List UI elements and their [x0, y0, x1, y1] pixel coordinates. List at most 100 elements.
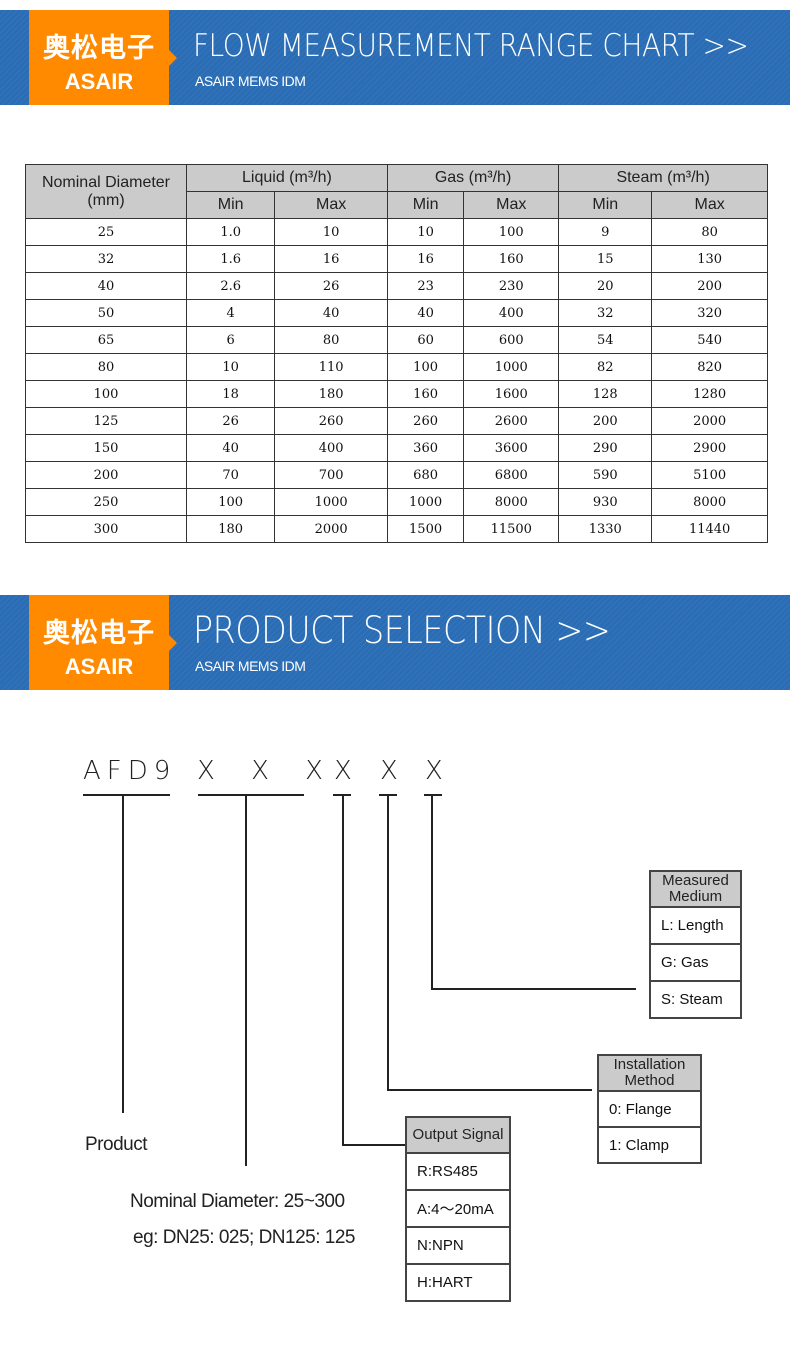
table-cell: 100	[386, 353, 465, 381]
option-npn: N:NPN	[407, 1228, 509, 1265]
table-cell: 15	[558, 245, 653, 273]
product-label: Product	[85, 1134, 147, 1155]
option-4-20ma: A:4～20mA	[407, 1191, 509, 1228]
table-cell: 26	[185, 407, 276, 435]
table-cell: 590	[558, 461, 653, 489]
flow-range-table: Nominal Diameter (mm) Liquid (m³/h) Gas …	[25, 164, 768, 543]
table-cell: 125	[25, 407, 187, 435]
table-cell: 100	[25, 380, 187, 408]
table-cell: 1.6	[185, 245, 276, 273]
table-cell: 150	[25, 434, 187, 462]
underline	[83, 794, 170, 796]
box-title: Installation Method	[599, 1056, 700, 1092]
section-title: FLOW MEASUREMENT RANGE CHART >>	[193, 28, 749, 64]
box-title: Measured Medium	[651, 872, 740, 908]
table-cell: 700	[274, 461, 388, 489]
col-nominal-diameter: Nominal Diameter (mm)	[25, 164, 187, 219]
table-cell: 110	[274, 353, 388, 381]
subheader-max: Max	[651, 191, 768, 219]
product-selection-banner: 奥松电子 ASAIR PRODUCT SELECTION >> ASAIR ME…	[0, 595, 790, 690]
table-cell: 180	[274, 380, 388, 408]
table-cell: 160	[386, 380, 465, 408]
table-cell: 65	[25, 326, 187, 354]
col-liquid: Liquid (m³/h)	[186, 164, 388, 192]
table-cell: 1000	[463, 353, 560, 381]
table-cell: 128	[558, 380, 653, 408]
table-cell: 1600	[463, 380, 560, 408]
table-cell: 300	[25, 515, 187, 543]
table-cell: 6800	[463, 461, 560, 489]
table-cell: 260	[274, 407, 388, 435]
code-install: X	[380, 756, 404, 786]
connector-line	[342, 796, 344, 1146]
table-cell: 80	[25, 353, 187, 381]
table-cell: 6	[185, 326, 276, 354]
table-cell: 25	[25, 218, 187, 246]
underline	[379, 794, 397, 796]
table-cell: 1000	[274, 488, 388, 516]
table-cell: 2.6	[185, 272, 276, 300]
section-subtitle: ASAIR MEMS IDM	[195, 658, 306, 674]
col-gas: Gas (m³/h)	[386, 164, 560, 192]
table-cell: 10	[185, 353, 276, 381]
table-cell: 360	[386, 434, 465, 462]
connector-line	[387, 796, 389, 1091]
option-flange: 0: Flange	[599, 1092, 700, 1128]
table-cell: 400	[463, 299, 560, 327]
table-cell: 1000	[386, 488, 465, 516]
table-cell: 160	[463, 245, 560, 273]
table-cell: 180	[185, 515, 276, 543]
table-cell: 60	[386, 326, 465, 354]
installation-method-box: Installation Method 0: Flange 1: Clamp	[597, 1054, 702, 1164]
table-cell: 1.0	[185, 218, 276, 246]
table-cell: 400	[274, 434, 388, 462]
table-cell: 10	[386, 218, 465, 246]
table-cell: 600	[463, 326, 560, 354]
table-cell: 32	[558, 299, 653, 327]
measured-medium-box: Measured Medium L: Length G: Gas S: Stea…	[649, 870, 742, 1019]
table-cell: 680	[386, 461, 465, 489]
table-cell: 4	[185, 299, 276, 327]
section-subtitle: ASAIR MEMS IDM	[195, 73, 306, 89]
table-cell: 26	[274, 272, 388, 300]
brand-cn: 奥松电子	[43, 618, 155, 648]
table-cell: 260	[386, 407, 465, 435]
table-cell: 23	[386, 272, 465, 300]
option-clamp: 1: Clamp	[609, 1136, 670, 1154]
table-cell: 200	[25, 461, 187, 489]
subheader-min: Min	[185, 191, 276, 219]
table-cell: 20	[558, 272, 653, 300]
table-cell: 54	[558, 326, 653, 354]
table-cell: 200	[558, 407, 653, 435]
connector-line	[245, 796, 247, 1166]
col-steam: Steam (m³/h)	[558, 164, 768, 192]
code-prefix: AFD9	[83, 756, 177, 786]
subheader-max: Max	[463, 191, 560, 219]
table-cell: 40	[274, 299, 388, 327]
connector-line	[431, 796, 433, 990]
table-cell: 250	[25, 488, 187, 516]
table-cell: 80	[274, 326, 388, 354]
table-cell: 82	[558, 353, 653, 381]
option-steam: S: Steam	[661, 991, 723, 1008]
table-cell: 1330	[558, 515, 653, 543]
range-chart-banner: 奥松电子 ASAIR FLOW MEASUREMENT RANGE CHART …	[0, 10, 790, 105]
table-cell: 11440	[651, 515, 768, 543]
brand-cn: 奥松电子	[43, 33, 155, 63]
code-diameter: X X X	[197, 756, 337, 786]
table-cell: 2000	[651, 407, 768, 435]
table-cell: 100	[185, 488, 276, 516]
table-cell: 40	[25, 272, 187, 300]
brand-logo: 奥松电子 ASAIR	[29, 10, 177, 105]
table-cell: 40	[386, 299, 465, 327]
option-length: L: Length	[651, 908, 740, 945]
subheader-min: Min	[386, 191, 465, 219]
